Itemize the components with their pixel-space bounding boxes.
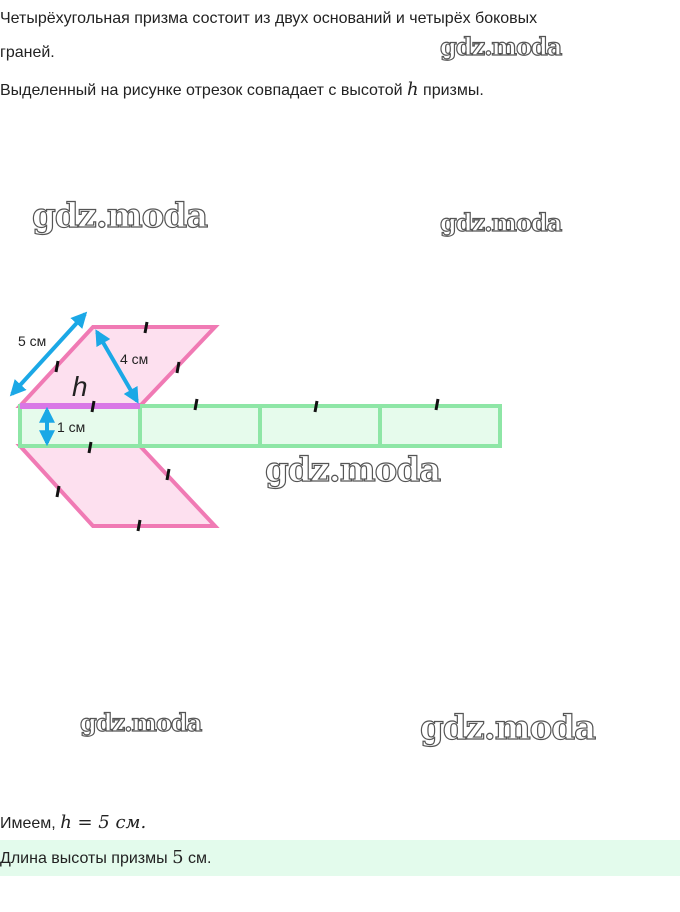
math-num: 5 bbox=[172, 847, 184, 868]
watermark: gdz.moda bbox=[439, 31, 562, 61]
text-line-3: Выделенный на рисунке отрезок совпадает … bbox=[0, 80, 484, 101]
text: Выделенный на рисунке отрезок совпадает … bbox=[0, 82, 407, 99]
answer-line: Длина высоты призмы 5 см. bbox=[0, 848, 211, 869]
side-face bbox=[378, 404, 502, 448]
text: Имеем, bbox=[0, 815, 61, 832]
arrow-5cm bbox=[9, 311, 88, 397]
watermark: gdz.moda bbox=[31, 195, 208, 236]
side-face bbox=[138, 404, 262, 448]
label-1cm: 1 см bbox=[57, 419, 85, 435]
watermark: gdz.moda bbox=[439, 207, 562, 237]
have-line: Имеем, h = 5 см. bbox=[0, 813, 146, 834]
text: см. bbox=[183, 850, 212, 867]
arrow-4cm bbox=[95, 329, 139, 404]
watermark: gdz.moda bbox=[264, 449, 441, 490]
math: h = 5 см. bbox=[60, 812, 147, 833]
text: Длина высоты призмы bbox=[0, 850, 173, 867]
side-face bbox=[258, 404, 382, 448]
text-line-1: Четырёхугольная призма состоит из двух о… bbox=[0, 10, 538, 27]
bottom-base bbox=[15, 444, 220, 528]
math-var: h bbox=[406, 79, 419, 100]
watermark: gdz.moda bbox=[419, 707, 596, 748]
text-line-2: граней. bbox=[0, 44, 55, 61]
text: призмы. bbox=[418, 82, 484, 99]
label-h: h bbox=[72, 371, 88, 402]
label-4cm: 4 см bbox=[120, 351, 148, 367]
answer-box bbox=[0, 840, 680, 876]
label-5cm: 5 см bbox=[18, 333, 46, 349]
watermark: gdz.moda bbox=[79, 707, 202, 737]
